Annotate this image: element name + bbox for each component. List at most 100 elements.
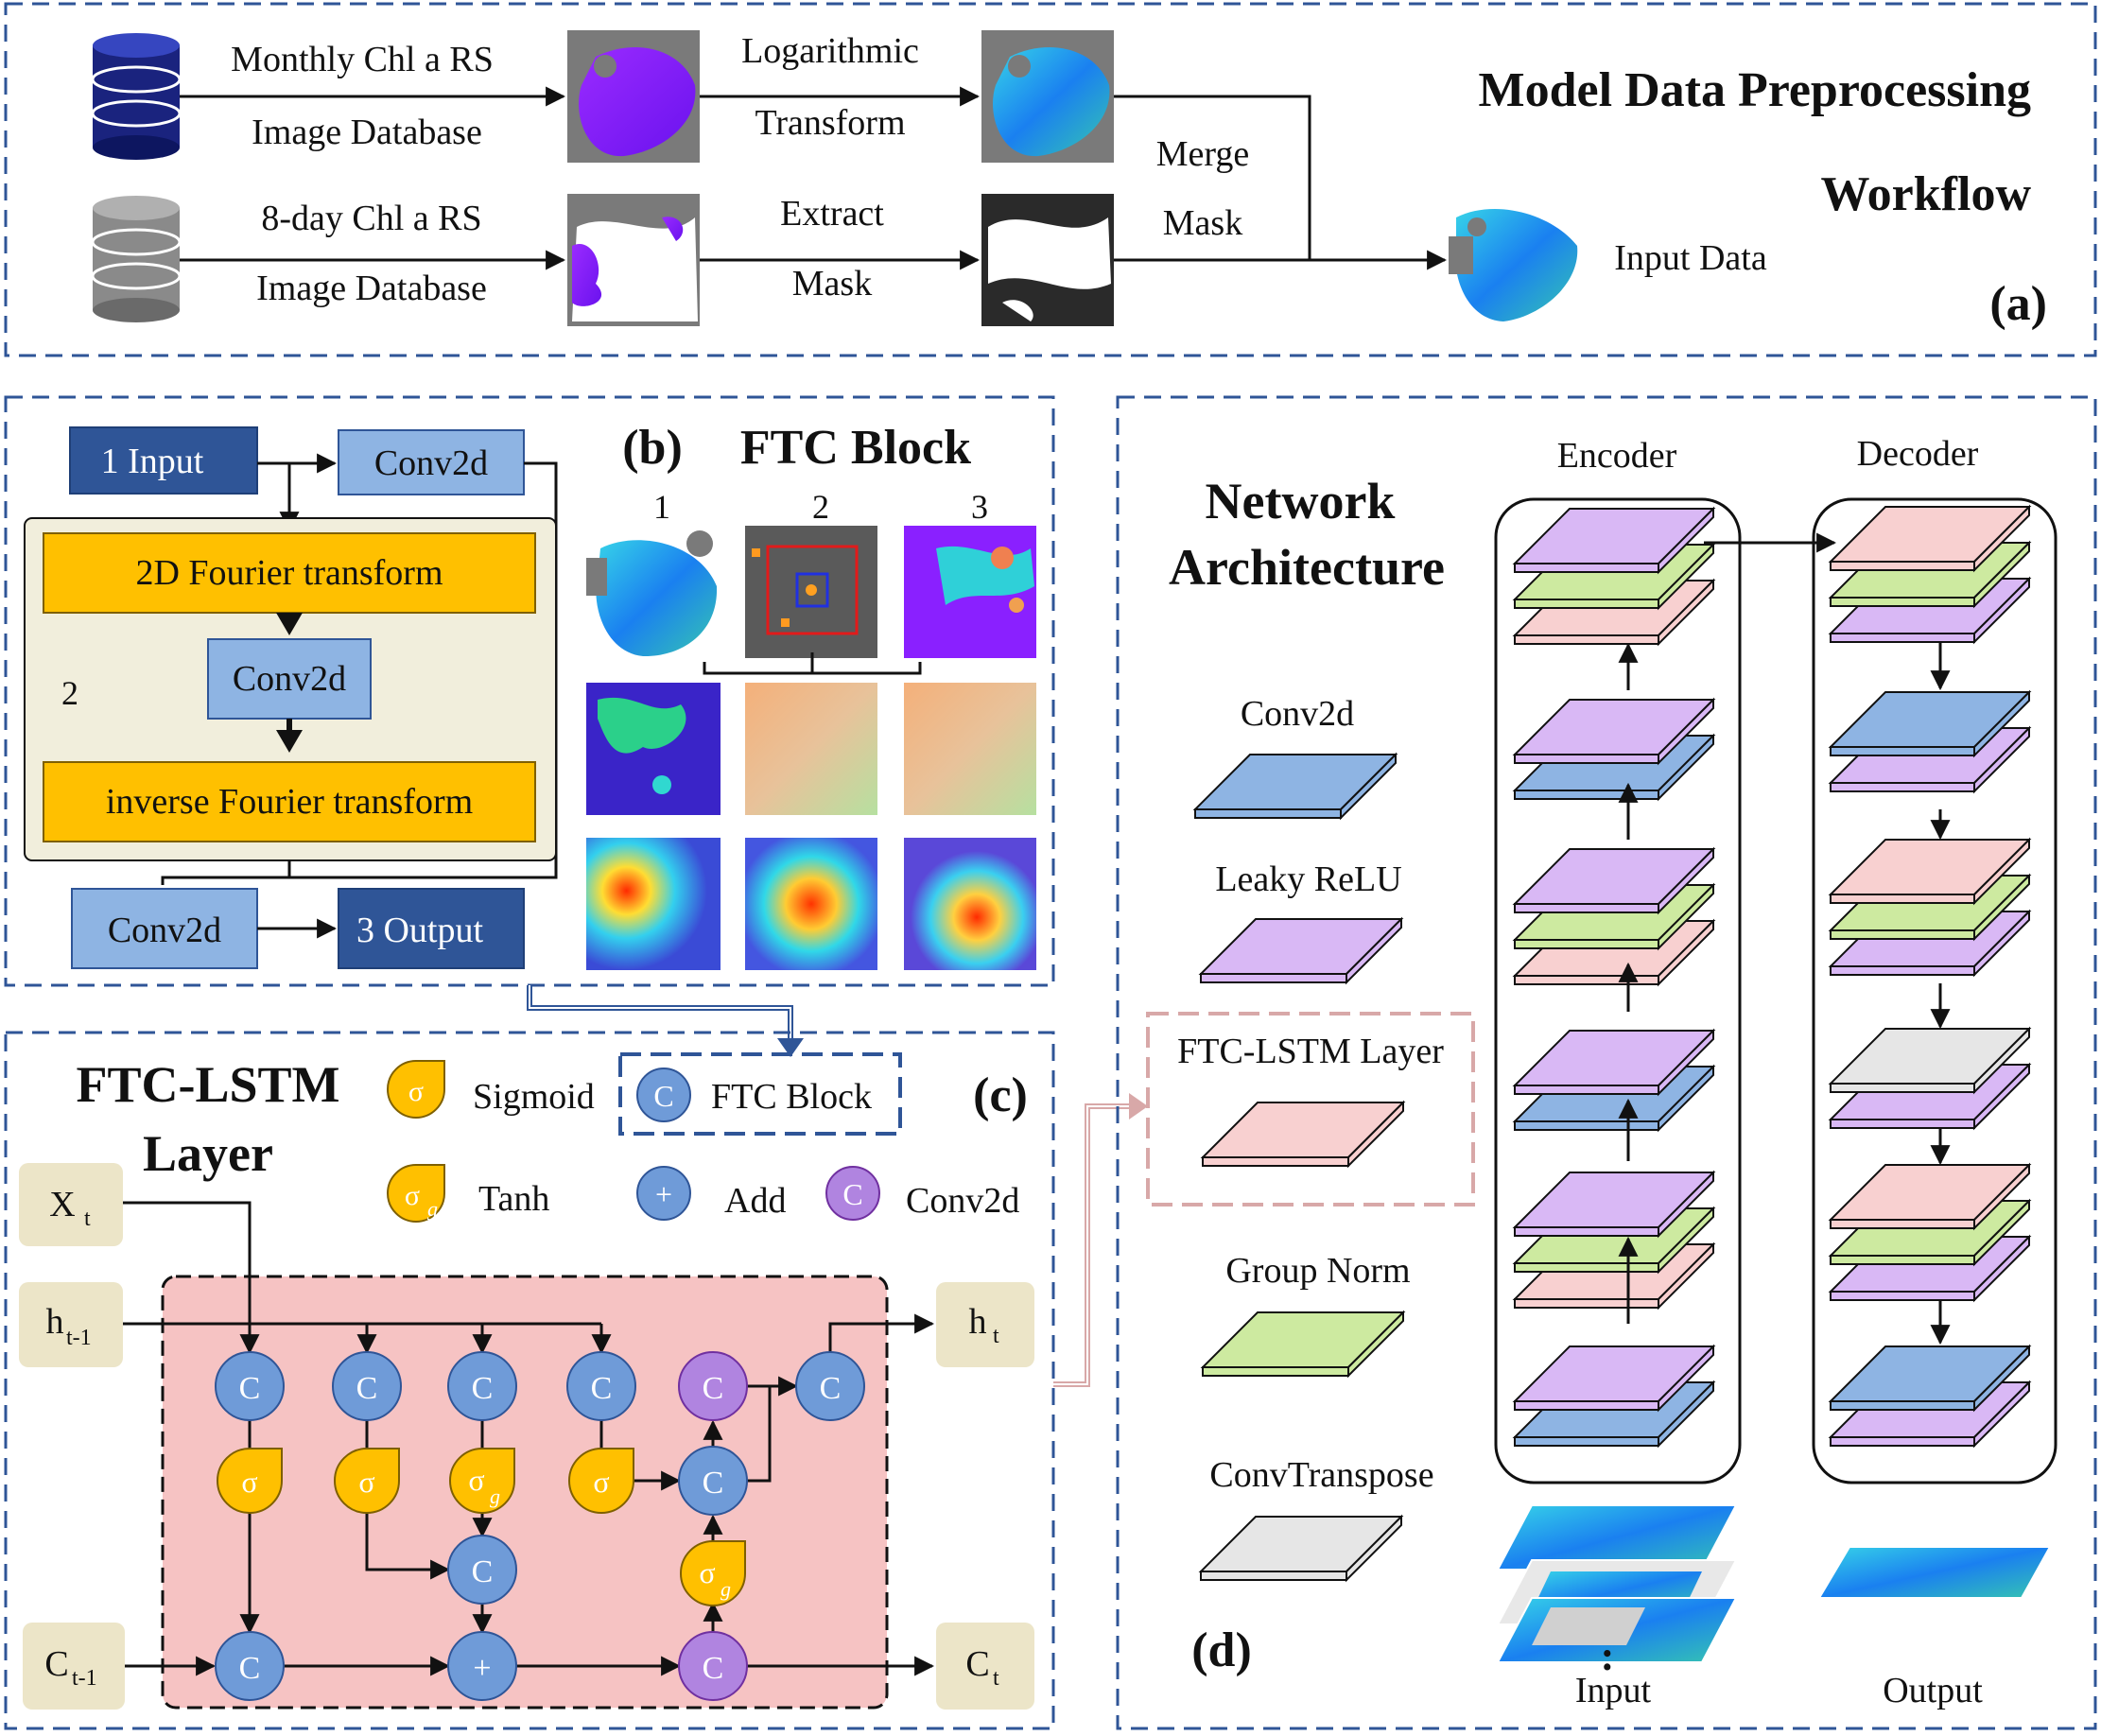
decoder-layer-3-0 (1828, 1026, 2032, 1095)
ftc-img-feature-3 (904, 683, 1036, 815)
ftc-conv-bottom-label: Conv2d (108, 911, 221, 950)
connector-b-to-c-head (777, 1038, 804, 1057)
legend-ftc-symbol: C (653, 1079, 673, 1113)
ftc-node-mul-mid-label: C (703, 1466, 724, 1501)
ftc-img-feature-1 (586, 683, 721, 815)
legend-ftc-label: FTC Block (711, 1077, 872, 1117)
ftc-conv-mid-label: Conv2d (233, 659, 346, 699)
thumb-monthly-log (981, 30, 1114, 163)
legend-ftc-icon (636, 1068, 691, 1122)
legend-sigmoid-icon (386, 1060, 445, 1119)
panel-b: 1 Input Conv2d 2 2D Fourier transform Co… (4, 395, 1055, 987)
panel-c-title-line2: Layer (143, 1125, 273, 1182)
gate-sigma-2: σ (333, 1448, 400, 1514)
ftc-img-heat-3 (904, 838, 1036, 970)
panel-c-title-line1: FTC-LSTM (76, 1056, 339, 1113)
panel-b-title: FTC Block (740, 421, 971, 475)
decoder-frame (1812, 497, 2058, 1484)
legend-tanh-label: Tanh (478, 1179, 549, 1219)
thumb-8day-raw (567, 194, 700, 326)
legend-tile-leaky (1198, 916, 1404, 985)
ftc-node-forget: C (215, 1631, 285, 1701)
cprev-box (23, 1623, 125, 1710)
xt-label: X (49, 1185, 75, 1224)
conv-node-bottom: C (678, 1631, 748, 1701)
decoder-layer-5-0 (1828, 1344, 2032, 1413)
ftc-output-box (338, 888, 525, 969)
gate-tanh-1-label: σ (468, 1463, 484, 1497)
legend-tanh-sub: g (427, 1197, 438, 1221)
ftc-node-out-label: C (820, 1371, 842, 1406)
ct-box (936, 1623, 1034, 1710)
src1-line2: Image Database (252, 113, 482, 152)
thumb-input-data (1449, 194, 1581, 326)
src2-line2: Image Database (256, 269, 487, 308)
step2-line1: Extract (780, 194, 884, 234)
ftc-node-1: C (215, 1351, 285, 1421)
input-image-stack (1496, 1504, 1738, 1663)
ftc-img-output-map (904, 526, 1036, 658)
ftc-arrow-down-1 (276, 613, 303, 635)
legend-d-ftc-frame (1146, 1012, 1475, 1207)
ftc-img-feature-2 (745, 683, 877, 815)
ftc-node-2: C (332, 1351, 402, 1421)
legend-sigmoid-label: Sigmoid (473, 1077, 595, 1117)
output-image (1817, 1546, 2052, 1599)
ftc-node-3: C (447, 1351, 517, 1421)
panel-a-title-line2: Workflow (1821, 167, 2032, 221)
conv-node-top-label: C (703, 1371, 724, 1406)
encoder-frame (1494, 497, 1742, 1484)
legend-conv-label: Conv2d (906, 1181, 1019, 1221)
encoder-layer-4-0 (1512, 1170, 1716, 1239)
legend-tile-norm (1200, 1310, 1406, 1379)
fourier-label: 2D Fourier transform (135, 553, 443, 593)
ftc-input-box (69, 426, 258, 495)
gate-sigma-3-label: σ (593, 1465, 609, 1499)
legend-add-symbol: + (655, 1177, 672, 1211)
encoder-stack (1512, 506, 1716, 1449)
conv-node-bottom-label: C (703, 1651, 724, 1686)
wire-g2b (365, 1509, 451, 1580)
hprev-box (19, 1282, 123, 1367)
wire-xt (123, 1201, 260, 1355)
gate-tanh-2-label: σ (699, 1555, 715, 1589)
legend-tanh-icon (386, 1164, 445, 1223)
connector-c-to-d-inner (1053, 1105, 1131, 1385)
panel-a-border (4, 2, 2097, 357)
merge-line1: Merge (1156, 134, 1250, 174)
legend-d-convT-label: ConvTranspose (1209, 1455, 1433, 1495)
panel-d-title-line2: Architecture (1169, 539, 1445, 596)
legend-d-conv-label: Conv2d (1241, 694, 1354, 734)
ftc-img-input-map (586, 528, 721, 658)
connector-b-to-c-inner (529, 985, 791, 1040)
hprev-sub: t-1 (66, 1326, 92, 1350)
panel-c-border (4, 1031, 1055, 1730)
gate-tanh-2-sub: g (721, 1577, 731, 1601)
add-node-label: + (473, 1651, 491, 1686)
step1-line1: Logarithmic (741, 31, 919, 71)
legend-conv-symbol: C (842, 1177, 862, 1211)
ftc-col-1: 1 (653, 488, 670, 526)
encoder-layer-1-0 (1512, 697, 1716, 766)
encoder-layer-0-0 (1512, 506, 1716, 575)
legend-tile-ftc (1200, 1100, 1406, 1169)
database-icon-8day (91, 196, 182, 322)
decoder-layer-0-0 (1828, 504, 2032, 573)
panel-d-border (1116, 395, 2097, 1730)
ftc-group-num: 2 (61, 674, 78, 712)
decoder-layer-2-0 (1828, 837, 2032, 906)
legend-tanh-symbol: σ (405, 1180, 420, 1211)
ftc-img-spectrum (745, 526, 877, 658)
gate-sigma-1: σ (216, 1448, 283, 1514)
legend-tile-conv (1192, 752, 1398, 821)
connector-c-to-d (1053, 1103, 1131, 1387)
cprev-label: C (44, 1644, 68, 1684)
ftc-conv-top-label: Conv2d (374, 443, 488, 483)
ftc-node-4-label: C (591, 1371, 613, 1406)
ftc-img-heat-2 (745, 838, 877, 970)
legend-tile-convT (1198, 1514, 1404, 1583)
inverse-label: inverse Fourier transform (106, 782, 473, 822)
